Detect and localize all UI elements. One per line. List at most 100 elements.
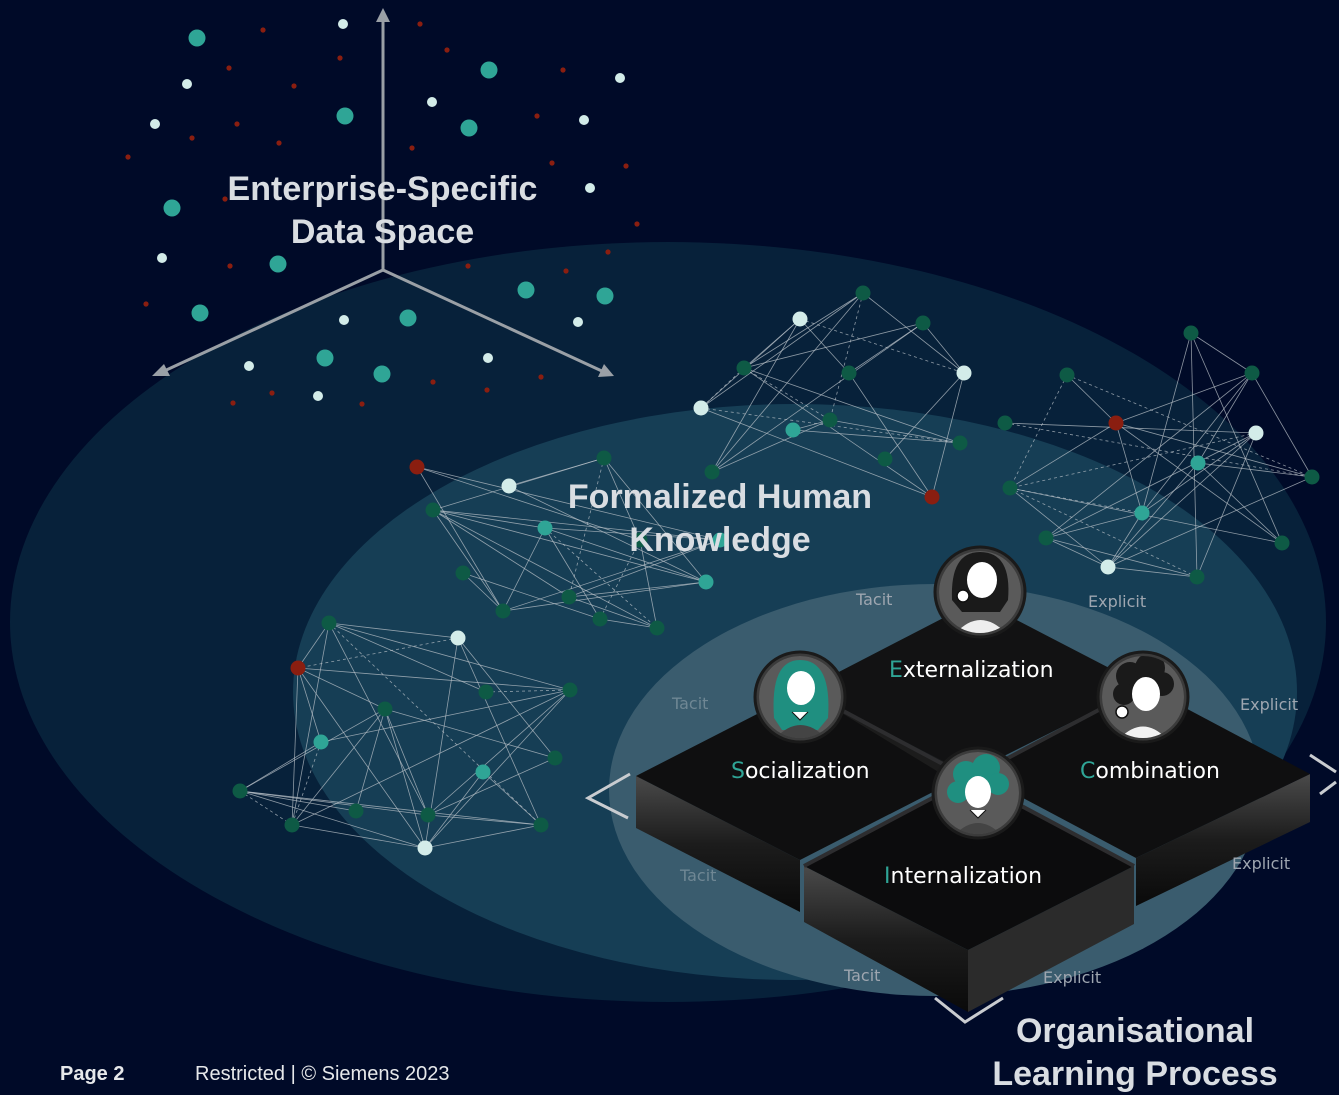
data-point	[484, 387, 490, 393]
graph-edge	[1045, 537, 1109, 568]
flow-explicit-lower-right: Explicit	[1232, 854, 1291, 873]
graph-edge	[544, 527, 721, 541]
graph-node	[632, 532, 648, 548]
graph-edge	[884, 372, 965, 460]
graph-node	[877, 451, 893, 467]
data-point	[585, 183, 595, 193]
graph-edge	[291, 708, 386, 826]
graph-edge	[432, 509, 707, 583]
graph-edge	[502, 581, 707, 612]
graph-node	[290, 660, 306, 676]
graph-edge	[711, 292, 864, 473]
data-point	[563, 268, 569, 274]
data-point	[182, 79, 192, 89]
graph-edge	[1107, 432, 1257, 568]
data-point	[517, 281, 535, 299]
graph-node	[1100, 559, 1116, 575]
graph-node	[1189, 569, 1205, 585]
graph-node	[956, 365, 972, 381]
data-point	[227, 263, 233, 269]
graph-edge	[931, 372, 965, 498]
graph-edge	[743, 367, 933, 498]
data-point	[538, 374, 544, 380]
data-point	[534, 113, 540, 119]
tile-combination-top	[978, 686, 1310, 858]
graph-edge	[792, 429, 961, 444]
graph-edge	[502, 527, 546, 612]
graph-node	[501, 478, 517, 494]
graph-edge	[1141, 332, 1192, 514]
data-point	[189, 135, 195, 141]
graph-node	[736, 360, 752, 376]
graph-edge	[711, 322, 924, 473]
graph-node	[495, 603, 511, 619]
graph-edge	[743, 367, 961, 444]
graph-edge	[291, 741, 322, 826]
graph-edge	[743, 292, 864, 369]
graph-node	[537, 520, 553, 536]
graph-edge	[416, 466, 721, 541]
graph-edge	[1009, 487, 1198, 578]
data-point	[157, 253, 167, 263]
graph-edge	[544, 527, 658, 629]
data-point	[444, 47, 450, 53]
tile-externalization-top	[804, 600, 1144, 774]
graph-edge	[544, 527, 601, 620]
data-point	[605, 249, 611, 255]
graph-node	[1134, 505, 1150, 521]
graph-edge	[432, 509, 504, 612]
graph-node	[997, 415, 1013, 431]
data-point	[222, 196, 228, 202]
flow-tacit-top: Tacit	[856, 590, 893, 609]
graph-edge	[1009, 422, 1117, 489]
graph-edge	[1066, 374, 1117, 424]
graph-edge	[239, 708, 386, 792]
graph-edge	[603, 457, 707, 583]
graph-edge	[1107, 476, 1313, 568]
graph-node	[924, 489, 940, 505]
data-point	[483, 353, 493, 363]
graph-edge	[328, 622, 429, 816]
graph-edge	[384, 708, 426, 849]
data-point	[427, 97, 437, 107]
data-point	[269, 255, 287, 273]
graph-edge	[291, 824, 426, 849]
data-point	[316, 349, 334, 367]
graph-edge	[1107, 512, 1143, 568]
graph-edge	[603, 457, 641, 541]
graph-node	[1002, 480, 1018, 496]
graph-node	[450, 630, 466, 646]
graph-node	[792, 311, 808, 327]
page-number: Page 2	[60, 1063, 125, 1085]
graph-edge	[320, 689, 571, 743]
graph-edge	[568, 596, 658, 629]
graph-edge	[639, 539, 658, 629]
network-graph-icon	[409, 450, 728, 636]
data-point	[269, 390, 275, 396]
data-point	[409, 145, 415, 151]
graph-node	[1183, 325, 1199, 341]
graph-node	[1274, 535, 1290, 551]
graph-edge	[384, 708, 429, 816]
mode-combination: Combination	[1080, 759, 1220, 784]
graph-edge	[544, 527, 707, 583]
graph-node	[712, 532, 728, 548]
graph-edge	[829, 419, 961, 444]
graph-node	[377, 701, 393, 717]
mode-internalization: Internalization	[884, 864, 1043, 889]
graph-node	[420, 807, 436, 823]
graph-edge	[829, 292, 864, 421]
data-point	[465, 263, 471, 269]
graph-edge	[1190, 332, 1198, 578]
graph-edge	[700, 407, 933, 498]
graph-edge	[432, 509, 570, 598]
network-graph-icon	[232, 615, 578, 856]
graph-edge	[1004, 422, 1313, 478]
graph-edge	[427, 689, 571, 816]
graph-edge	[1066, 374, 1313, 478]
flow-explicit-bottom: Explicit	[1043, 968, 1102, 987]
graph-edge	[291, 667, 299, 826]
graph-node	[1248, 425, 1264, 441]
data-point	[276, 140, 282, 146]
